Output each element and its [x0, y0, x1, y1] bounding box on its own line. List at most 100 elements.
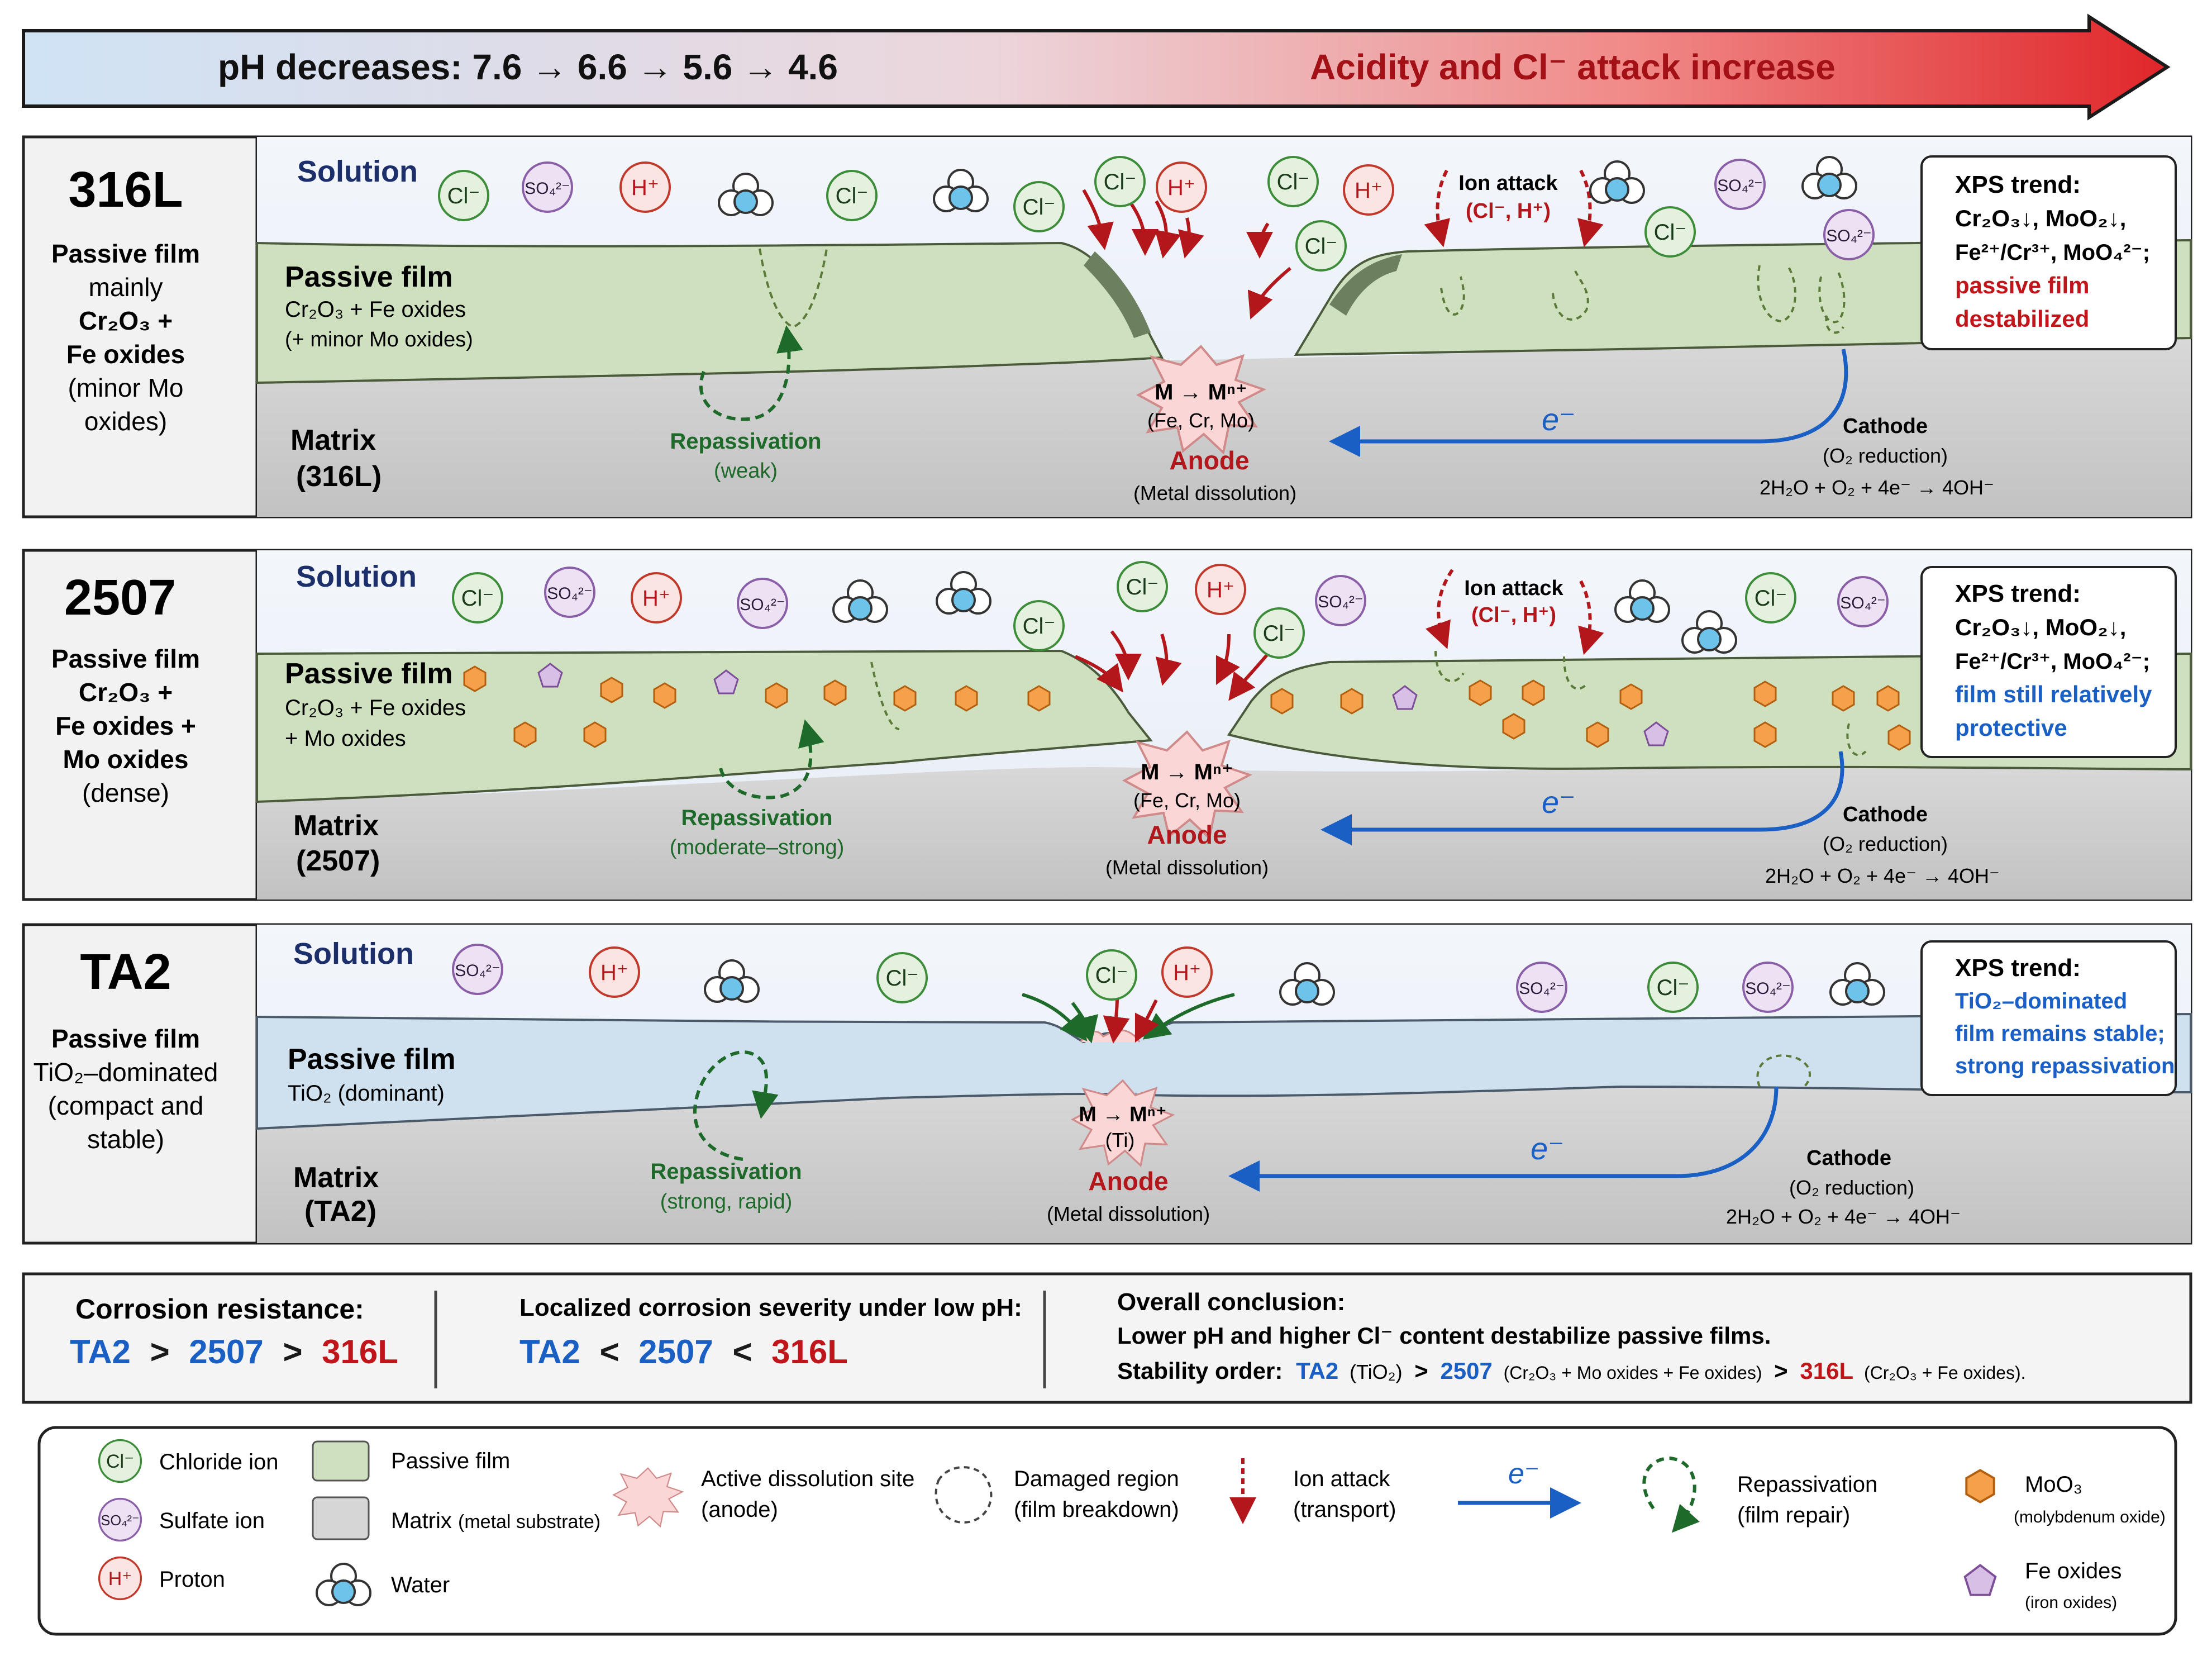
repassivation-arrow-icon [693, 1050, 779, 1161]
stability-order: Stability order: TA2 (TiO₂) > 2507 (Cr₂O… [1117, 1358, 2026, 1384]
legend-proton-icon [98, 1556, 142, 1601]
sulfate-ion-icon [1742, 962, 1794, 1013]
chloride-ion-icon [1295, 220, 1347, 272]
legend-chloride: Chloride ion [159, 1450, 278, 1474]
film-line: TiO₂ (dominant) [288, 1081, 445, 1106]
svg-text:(compact and: (compact and [48, 1091, 204, 1120]
svg-text:Fe oxides +: Fe oxides + [55, 711, 196, 740]
ion-attack-arrows [1082, 169, 1604, 320]
sulfate-ion-icon [522, 161, 573, 213]
electron-label: e⁻ [1531, 1131, 1565, 1166]
repass-sub: (strong, rapid) [660, 1190, 793, 1214]
anode-reaction: M → Mⁿ⁺ [1155, 380, 1247, 405]
xps-line: Cr₂O₃↓, MoO₂↓, [1955, 205, 2126, 231]
cathode-eq: 2H₂O + O₂ + 4e⁻ → 4OH⁻ [1726, 1205, 1961, 1228]
electron-arrow-icon [1228, 1086, 1779, 1192]
legend-ion-attack: Ion attack [1293, 1467, 1390, 1491]
chloride-ion-icon [1644, 206, 1696, 258]
chloride-ion-icon [1745, 572, 1796, 624]
legend-sulfate-icon [98, 1497, 142, 1542]
conclusion-title: Overall conclusion: [1117, 1288, 1345, 1316]
solution-label: Solution [293, 937, 414, 970]
legend-active-site: Active dissolution site [701, 1467, 914, 1491]
anode-reaction: M → Mⁿ⁺ [1079, 1103, 1167, 1126]
sulfate-ion-icon [1714, 159, 1766, 210]
film-line: + Mo oxides [285, 726, 406, 751]
legend-passive-film-swatch [312, 1440, 370, 1482]
xps-title: XPS trend: [1955, 954, 2081, 982]
electron-label: e⁻ [1542, 784, 1576, 820]
anode-title: Anode [1169, 446, 1249, 475]
electron-arrow-icon [1329, 349, 1848, 457]
legend-damaged-sub: (film breakdown) [1014, 1497, 1179, 1522]
legend-active-site-sub: (anode) [701, 1497, 778, 1522]
solution-label: Solution [297, 155, 418, 188]
chloride-ion-icon [876, 952, 928, 1003]
sulfate-ion-icon [1837, 576, 1889, 627]
electron-arrow-icon [1320, 751, 1844, 845]
anode-metals: (Ti) [1105, 1129, 1135, 1151]
anode-sub: (Metal dissolution) [1133, 482, 1296, 505]
panel-316l: M → Mⁿ⁺ (Fe, Cr, Mo) Anode (Metal dissol… [22, 135, 2192, 518]
matrix-sub: (316L) [296, 460, 382, 493]
anode-metals: (Fe, Cr, Mo) [1133, 789, 1241, 812]
xps-line: Fe²⁺/Cr³⁺, MoO₄²⁻; [1955, 240, 2150, 265]
svg-text:(minor Mo: (minor Mo [68, 373, 183, 402]
anode-sub: (Metal dissolution) [1047, 1202, 1210, 1225]
legend: Chloride ion Sulfate ion Proton Passive … [37, 1426, 2177, 1636]
ion-attack-label: Ion attack [1464, 577, 1563, 600]
legend-water: Water [391, 1573, 450, 1597]
xps-conclusion: passive film [1955, 272, 2089, 298]
chloride-ion-icon [1094, 156, 1146, 207]
sulfate-ion-icon [737, 578, 788, 629]
panel-title: 2507 [64, 570, 176, 626]
panel-side-description: Passive film Cr₂O₃ + Fe oxides + Mo oxid… [51, 644, 200, 807]
film-title: Passive film [288, 1043, 456, 1076]
svg-text:mainly: mainly [89, 273, 163, 302]
solution-label: Solution [296, 560, 417, 593]
proton-icon [631, 572, 682, 624]
panel-ta2: M → Mⁿ⁺ (Ti) Anode (Metal dissolution) T… [22, 923, 2192, 1245]
chloride-ion-icon [1647, 962, 1699, 1013]
legend-damaged-icon [935, 1466, 993, 1524]
panel-2507: M → Mⁿ⁺ (Fe, Cr, Mo) Anode (Metal dissol… [22, 549, 2192, 901]
matrix-title: Matrix [290, 424, 376, 456]
ph-arrow: pH decreases: 7.6 → 6.6 → 5.6 → 4.6 Acid… [22, 13, 2171, 121]
xps-line: Fe²⁺/Cr³⁺, MoO₄²⁻; [1955, 649, 2150, 674]
legend-moo3-sub: (molybdenum oxide) [2014, 1508, 2166, 1526]
anode-title: Anode [1088, 1167, 1168, 1196]
legend-ion-attack-sub: (transport) [1293, 1497, 1396, 1522]
matrix-title: Matrix [293, 1162, 379, 1194]
chloride-ion-icon [452, 572, 503, 624]
resistance-order: TA2 > 2507 > 316L [70, 1333, 398, 1371]
repass-sub: (moderate–strong) [670, 836, 845, 859]
legend-repass: Repassivation [1737, 1472, 1877, 1497]
ion-attack-sub: (Cl⁻, H⁺) [1471, 603, 1556, 627]
xps-conclusion: protective [1955, 715, 2067, 741]
svg-text:Passive film: Passive film [51, 1024, 200, 1053]
sulfate-ion-icon [1516, 962, 1567, 1013]
chloride-ion-icon [1267, 156, 1319, 207]
chloride-ion-icon [1117, 561, 1168, 612]
sulfate-ion-icon [1823, 209, 1875, 260]
cathode-sub: (O₂ reduction) [1823, 832, 1948, 855]
svg-text:Cr₂O₃ +: Cr₂O₃ + [79, 678, 173, 707]
svg-text:Mo oxides: Mo oxides [63, 745, 189, 774]
legend-repass-sub: (film repair) [1737, 1503, 1850, 1527]
film-title: Passive film [285, 261, 453, 293]
ph-decrease-label: pH decreases: 7.6 → 6.6 → 5.6 → 4.6 [218, 47, 838, 87]
legend-chloride-icon [98, 1439, 142, 1483]
panel-side-description: Passive film TiO₂–dominated (compact and… [34, 1024, 218, 1154]
panel-title: TA2 [80, 944, 171, 1000]
legend-moo3-icon [1965, 1469, 1995, 1503]
legend-matrix-swatch [312, 1496, 370, 1540]
cathode-eq: 2H₂O + O₂ + 4e⁻ → 4OH⁻ [1765, 864, 2000, 887]
legend-matrix: Matrix (metal substrate) [391, 1509, 600, 1533]
legend-proton: Proton [159, 1567, 225, 1592]
svg-text:Passive film: Passive film [51, 239, 200, 268]
panel-title: 316L [68, 162, 183, 218]
legend-electron: e⁻ [1508, 1458, 1539, 1490]
xps-conclusion: strong repassivation [1955, 1054, 2175, 1078]
matrix-sub: (TA2) [304, 1195, 376, 1227]
svg-text:stable): stable) [87, 1125, 164, 1154]
